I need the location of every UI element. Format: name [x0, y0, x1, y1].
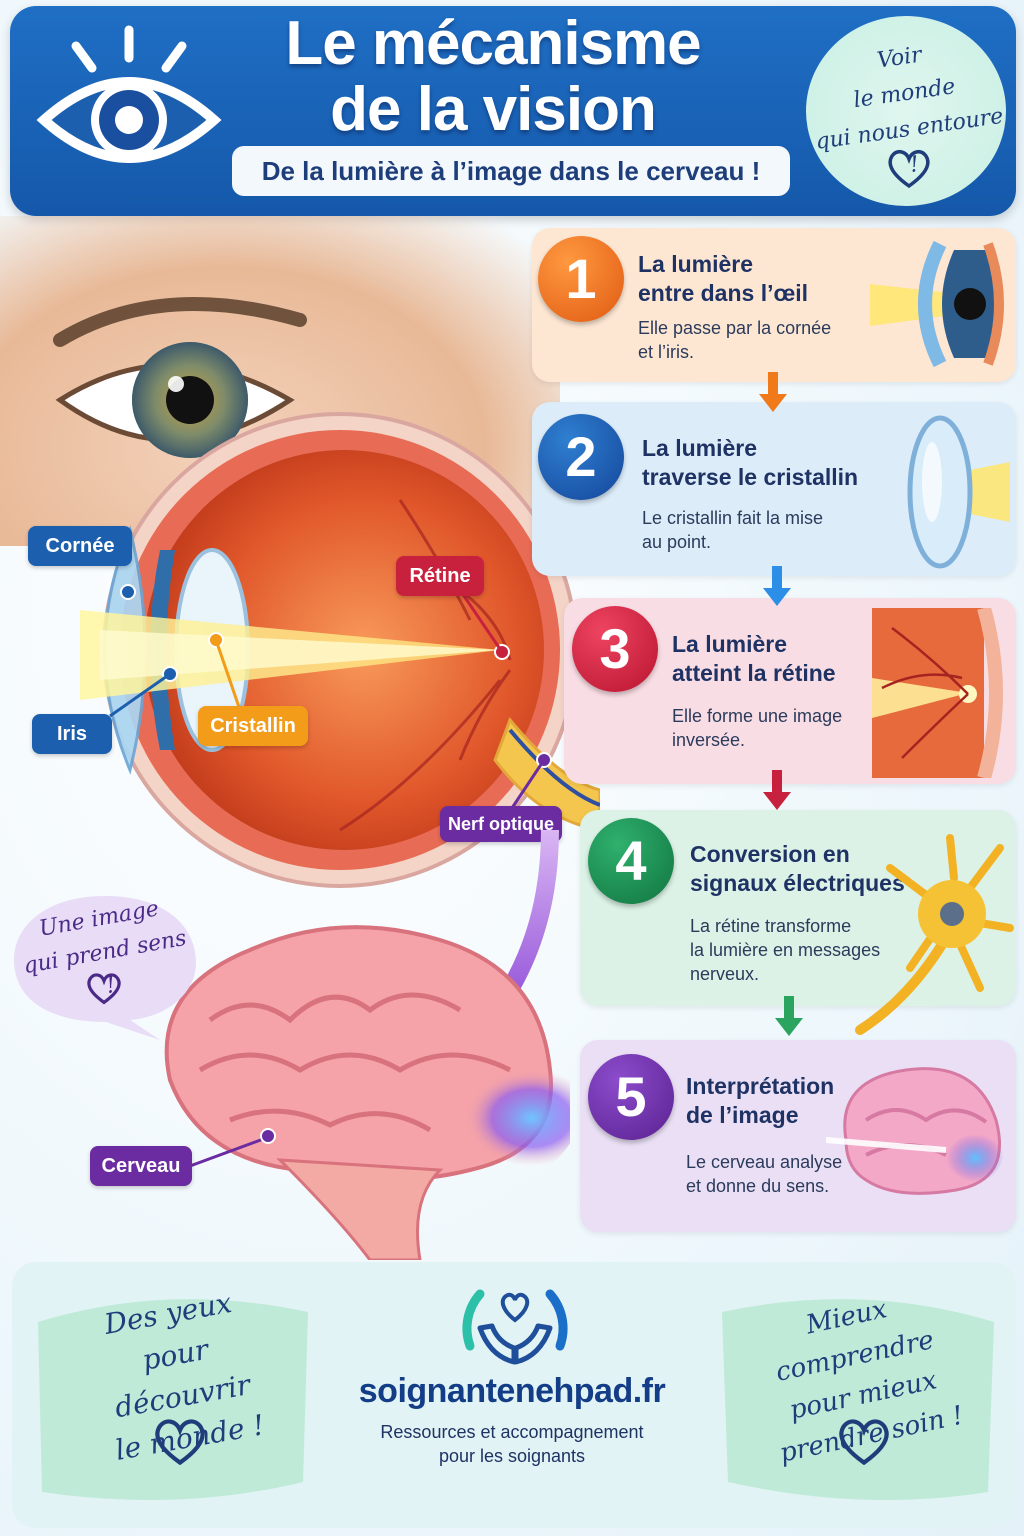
- page-title-line-1: Le mécanisme: [285, 9, 701, 78]
- down-arrow-icon: [759, 372, 787, 412]
- step-title-line: Conversion en: [690, 841, 850, 867]
- heart-icon: [87, 973, 121, 1005]
- label-cerveau: Cerveau: [90, 1146, 192, 1186]
- step-title-line: Interprétation: [686, 1073, 835, 1099]
- step-title-line: signaux électriques: [690, 870, 905, 896]
- step-desc-line: nerveux.: [690, 964, 760, 984]
- page-title-line-2: de la vision: [330, 75, 657, 144]
- step-2-description: Le cristallin fait la mise au point.: [642, 506, 862, 554]
- step-desc-line: inversée.: [672, 730, 746, 750]
- cerveau-pointer-line: [189, 1128, 276, 1168]
- step-number-4: 4: [588, 818, 674, 904]
- step-3-description: Elle forme une image inversée.: [672, 704, 872, 752]
- step-number-1: 1: [538, 236, 624, 322]
- heart-icon: [155, 1419, 205, 1466]
- brand-name: soignantenehpad.fr: [358, 1372, 666, 1410]
- step-3-title: La lumière atteint la rétine: [672, 630, 872, 688]
- label-cornee: Cornée: [28, 526, 132, 566]
- speech-bubble-shape: [14, 896, 196, 1040]
- step-title-line: de l’image: [686, 1102, 799, 1128]
- step-title-line: La lumière: [638, 251, 754, 277]
- step-title-line: traverse le cristallin: [642, 464, 859, 490]
- brand-tagline: Ressources et accompagnement pour les so…: [312, 1420, 712, 1468]
- step-number-5: 5: [588, 1054, 674, 1140]
- step-number-2: 2: [538, 414, 624, 500]
- label-cristallin: Cristallin: [198, 706, 308, 746]
- retina-icon: [872, 608, 1003, 778]
- neuron-icon: [855, 834, 1014, 1035]
- step-desc-line: Le cerveau analyse: [686, 1152, 843, 1172]
- down-arrow-icon: [763, 566, 791, 606]
- brain-analysis-icon: [826, 1067, 1004, 1195]
- label-iris: Iris: [32, 714, 112, 754]
- step-desc-line: Elle forme une image: [672, 706, 843, 726]
- step-title-line: La lumière: [642, 435, 758, 461]
- step-5-title: Interprétation de l’image: [686, 1072, 886, 1130]
- step-desc-line: La rétine transforme: [690, 916, 852, 936]
- step-desc-line: la lumière en messages: [690, 940, 881, 960]
- real-eye-illustration: [53, 297, 307, 458]
- step-1-description: Elle passe par la cornée et l’iris.: [638, 316, 858, 364]
- tagline-line: pour les soignants: [438, 1446, 586, 1466]
- footer-right-brush-shape: [722, 1299, 994, 1500]
- step-4-title: Conversion en signaux électriques: [690, 840, 920, 898]
- footer-left-brush-shape: [38, 1299, 308, 1500]
- step-1-title: La lumière entre dans l’œil: [638, 250, 838, 308]
- step-desc-line: et l’iris.: [638, 342, 695, 362]
- eye-logo-icon: [36, 25, 222, 163]
- step-number-3: 3: [572, 606, 658, 692]
- step-4-description: La rétine transforme la lumière en messag…: [690, 914, 900, 986]
- heart-icon: [888, 150, 930, 189]
- step-desc-line: Le cristallin fait la mise: [642, 508, 824, 528]
- eye-cross-section-diagram: [80, 412, 600, 888]
- lens-icon: [907, 415, 1010, 569]
- cornea-light-icon: [870, 240, 1004, 368]
- heart-icon: [839, 1419, 889, 1466]
- step-title-line: entre dans l’œil: [638, 280, 808, 306]
- step-title-line: atteint la rétine: [672, 660, 836, 686]
- step-desc-line: au point.: [642, 532, 712, 552]
- step-2-title: La lumière traverse le cristallin: [642, 434, 872, 492]
- label-retine: Rétine: [396, 556, 484, 596]
- down-arrow-icon: [775, 996, 803, 1036]
- tagline-line: Ressources et accompagnement: [380, 1422, 644, 1442]
- brain-illustration: [164, 925, 570, 1260]
- step-title-line: La lumière: [672, 631, 788, 657]
- step-5-description: Le cerveau analyse et donne du sens.: [686, 1150, 866, 1198]
- down-arrow-icon: [763, 770, 791, 810]
- step-desc-line: et donne du sens.: [686, 1176, 830, 1196]
- page-subtitle: De la lumière à l’image dans le cerveau …: [232, 146, 790, 196]
- step-desc-line: Elle passe par la cornée: [638, 318, 832, 338]
- caring-hands-logo-icon: [462, 1289, 568, 1365]
- header-circle-bubble: [806, 16, 1006, 206]
